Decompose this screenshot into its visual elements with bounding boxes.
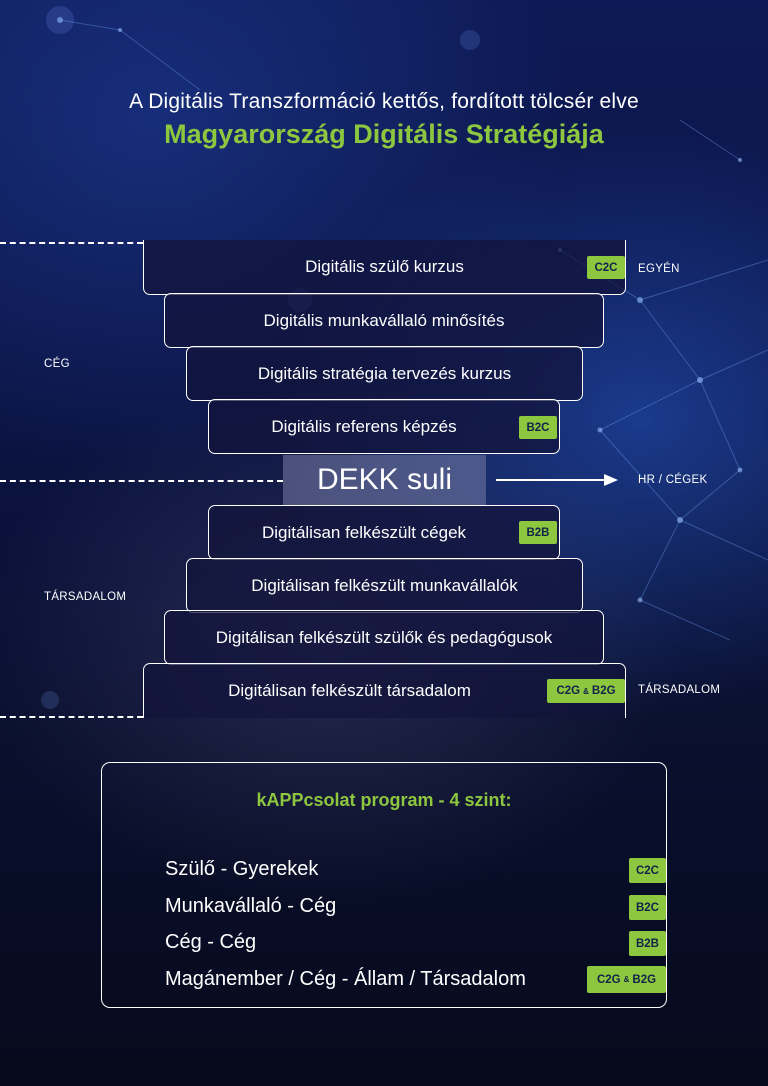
label-ceg: CÉG xyxy=(44,358,70,370)
program-row-munkavallalo-ceg: Munkavállaló - Cég xyxy=(165,895,337,917)
level-label: Digitális munkavállaló minősítés xyxy=(263,310,505,330)
label-hr-cegek: HR / CÉGEK xyxy=(638,474,708,486)
label-egyen: EGYÉN xyxy=(638,263,680,275)
funnel-level-felkeszult-munkavallalok: Digitálisan felkészült munkavállalók xyxy=(186,558,583,613)
label-tarsadalom-left: TÁRSADALOM xyxy=(44,591,127,603)
badge-b2b: B2B xyxy=(519,521,557,544)
badge-part-b2g: B2G xyxy=(591,685,616,697)
arrow-right-icon xyxy=(496,474,618,486)
dashed-line-middle xyxy=(0,480,283,482)
funnel-level-digitalis-referens-kepzes: Digitális referens képzés B2C xyxy=(208,399,560,454)
level-label: Digitálisan felkészült társadalom xyxy=(228,681,471,700)
funnel-level-digitalis-munkavallalo-minosites: Digitális munkavállaló minősítés xyxy=(164,293,604,348)
badge-c2c: C2C xyxy=(587,256,625,279)
program-badge-c2c: C2C xyxy=(629,858,666,883)
kappcsolat-program-panel: kAPPcsolat program - 4 szint: Szülő - Gy… xyxy=(101,762,667,1008)
level-label: Digitálisan felkészült szülők és pedagóg… xyxy=(215,627,553,647)
dashed-line-bottom xyxy=(0,716,143,718)
label-tarsadalom-right: TÁRSADALOM xyxy=(638,684,721,696)
funnel-level-felkeszult-cegek: Digitálisan felkészült cégek B2B xyxy=(208,505,560,560)
program-row-ceg-ceg: Cég - Cég xyxy=(165,931,257,953)
program-title: kAPPcsolat program - 4 szint: xyxy=(256,790,512,810)
program-badge-b2b: B2B xyxy=(629,931,666,956)
badge-part-c2g: C2G xyxy=(596,973,621,986)
badge-part-c2g: C2G xyxy=(556,685,581,697)
badge-b2c: B2C xyxy=(519,416,557,439)
program-badge-c2g-b2g: C2G&B2G xyxy=(587,966,666,993)
funnel-level-felkeszult-tarsadalom: Digitálisan felkészült társadalom C2G&B2… xyxy=(143,663,626,718)
level-label: Digitális stratégia tervezés kurzus xyxy=(257,363,512,383)
level-label: Digitálisan felkészült cégek xyxy=(261,522,467,542)
level-label: Digitális referens képzés xyxy=(271,416,457,436)
badge-ampersand: & xyxy=(623,975,630,984)
level-label: Digitális szülő kurzus xyxy=(305,257,464,276)
funnel-level-digitalis-szulo-kurzus: Digitális szülő kurzus C2C xyxy=(143,240,626,295)
funnel-level-felkeszult-szulok-pedagogusok: Digitálisan felkészült szülők és pedagóg… xyxy=(164,610,604,665)
program-row-maganember-allam: Magánember / Cég - Állam / Társadalom xyxy=(165,968,526,990)
badge-ampersand: & xyxy=(583,686,589,696)
badge-part-b2g: B2G xyxy=(632,973,657,986)
title-line-2: Magyarország Digitális Stratégiája xyxy=(164,119,604,149)
dekk-suli-center: DEKK suli xyxy=(283,455,486,505)
badge-c2g-b2g: C2G&B2G xyxy=(547,679,625,703)
title-line-1: A Digitális Transzformáció kettős, fordí… xyxy=(129,90,639,113)
program-row-szulo-gyerekek: Szülő - Gyerekek xyxy=(165,858,319,880)
dashed-line-top xyxy=(0,242,143,244)
program-badge-b2c: B2C xyxy=(629,895,666,920)
funnel-level-digitalis-strategia-tervezes-kurzus: Digitális stratégia tervezés kurzus xyxy=(186,346,583,401)
level-label: Digitálisan felkészült munkavállalók xyxy=(251,575,518,595)
